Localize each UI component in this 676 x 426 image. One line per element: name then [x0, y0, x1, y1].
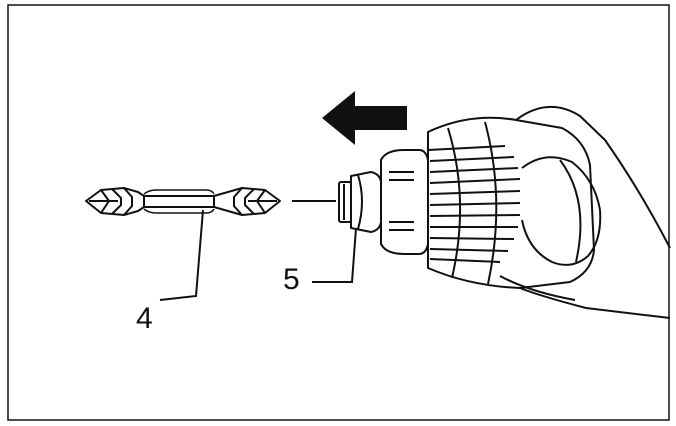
- callout-label-sleeve: 5: [283, 263, 300, 296]
- driver-bit: [85, 187, 281, 216]
- figure-frame: [7, 4, 670, 421]
- leader-line-sleeve: [312, 227, 357, 283]
- callout-label-bit: 4: [136, 302, 153, 335]
- arrow-left-icon: [322, 91, 407, 145]
- leader-line-bit: [159, 209, 204, 301]
- tool-chuck: [338, 105, 671, 319]
